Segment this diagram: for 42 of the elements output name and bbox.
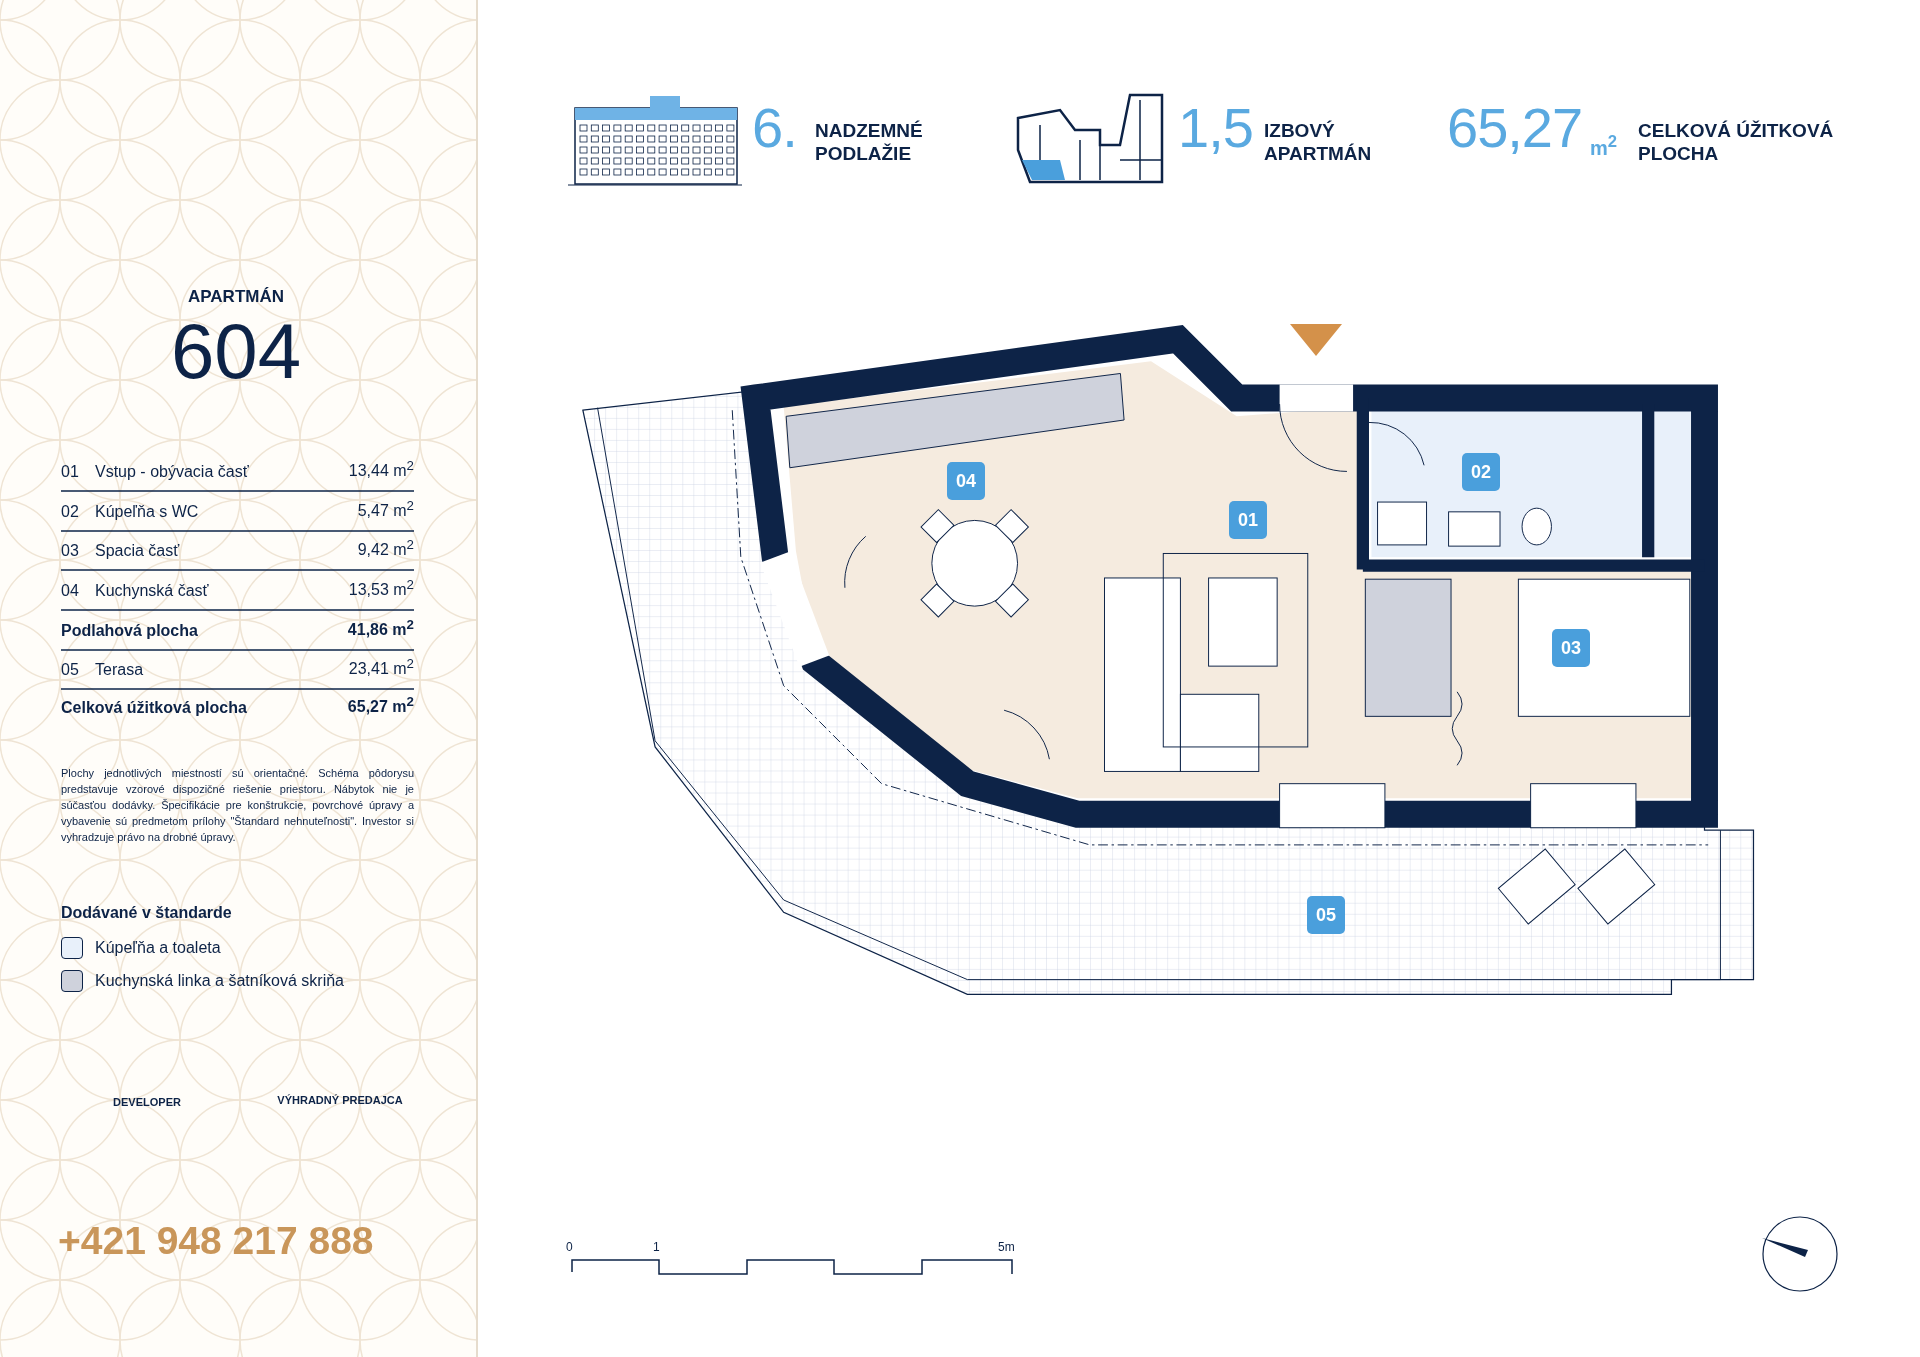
legend-title: Dodávané v štandarde <box>61 903 233 923</box>
table-cell-text: 41,86 m$^{2}$ <box>346 617 414 640</box>
legend-text: Kúpeľňa a toaleta <box>95 939 221 957</box>
area-value: 65,27 <box>1447 100 1584 156</box>
table-cell-text: 13,53 m$^{2}$ <box>347 577 414 600</box>
legend-text: Kuchynská linka a šatníková skriňa <box>95 972 344 990</box>
room-count: 1,5 <box>1178 100 1254 156</box>
table-cell-text: Terasa <box>95 660 145 680</box>
table-cell-text: 05 <box>61 660 80 680</box>
table-cell-text: Spacia časť <box>95 541 181 561</box>
table-cell-text: Podlahová plocha <box>61 621 199 641</box>
table-cell-text: 9,42 m$^{2}$ <box>356 537 414 560</box>
label-text: APARTMÁN <box>187 287 285 308</box>
scale-label: 5m <box>998 1240 1016 1255</box>
room-number-badge: 03 <box>1552 629 1590 667</box>
table-cell-text: 65,27 m$^{2}$ <box>346 694 414 717</box>
room-number-badge: 04 <box>947 462 985 500</box>
room-number-badge: 05 <box>1307 896 1345 934</box>
table-cell-text: 02 <box>61 502 80 522</box>
area-unit: m$^{2}$ <box>1590 134 1619 158</box>
scale-label: 1 <box>653 1240 661 1255</box>
table-cell-text: 5,47 m$^{2}$ <box>356 498 414 521</box>
table-cell-text: Vstup - obývacia časť <box>95 462 250 482</box>
label-text: IZBOVÝ APARTMÁN <box>1264 120 1373 166</box>
disclaimer-note: Plochy jednotlivých miestností sú orientačné. Schéma pôdorysu predstavuje vzorové dispozičné riešenie priestoru. Nábytok nie je súčasťou dodávky. Špecifikácie pre konštrukcie, povrchové úpravy a vybavenie sú predmetom prílohy "Štandard nehnuteľnosti". Investor si vyhradzuje právo na drobné úpravy. <box>61 766 414 845</box>
apartment-number: 604 <box>169 312 303 390</box>
room-number-badge: 01 <box>1229 501 1267 539</box>
label-text: VÝHRADNÝ PREDAJCA <box>276 1094 404 1108</box>
label-text: CELKOVÁ ÚŽITKOVÁ PLOCHA <box>1638 120 1835 166</box>
table-cell-text: 13,44 m$^{2}$ <box>347 458 414 481</box>
phone-number: +421 948 217 888 <box>58 1218 375 1264</box>
room-number-badge: 02 <box>1462 453 1500 491</box>
table-cell-text: Celková úžitková plocha <box>61 698 248 718</box>
table-cell-text: Kuchynská časť <box>95 581 210 601</box>
table-cell-text: 03 <box>61 541 80 561</box>
table-cell-text: 04 <box>61 581 80 601</box>
label-text: NADZEMNÉ PODLAŽIE <box>815 120 924 166</box>
label-text: DEVELOPER <box>112 1096 182 1110</box>
table-cell-text: 23,41 m$^{2}$ <box>347 656 414 679</box>
table-cell-text: 01 <box>61 462 80 482</box>
table-cell-text: Kúpeľňa s WC <box>95 502 200 522</box>
scale-label: 0 <box>566 1240 574 1255</box>
